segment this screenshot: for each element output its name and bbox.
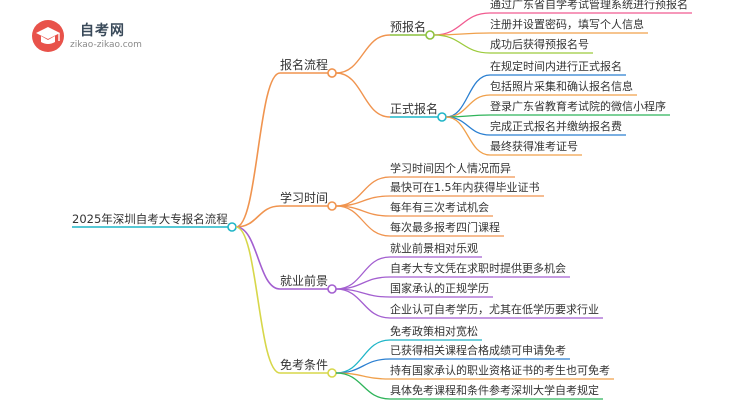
leaf-topic: 已获得相关课程合格成绩可申请免考 [390,344,566,357]
leaf-topic: 每年有三次考试机会 [390,201,489,214]
connector-curve [235,226,281,374]
connector-curve [335,288,391,319]
leaf-topic: 完成正式报名并缴纳报名费 [490,120,622,133]
connector-curve [335,372,391,400]
branch-topic: 报名流程 [280,58,329,72]
node-hub [327,68,337,78]
connector-curve [433,12,491,36]
leaf-topic: 持有国家承认的职业资格证书的考生也可免考 [390,364,610,377]
node-hub [327,201,337,211]
logo-title: 自考网 [80,23,125,39]
leaf-topic: 国家承认的正规学历 [390,282,489,295]
leaf-topic: 自考大专文凭在求职时提供更多机会 [390,262,566,275]
node-hub [327,368,337,378]
site-logo: 自考网 zikao-zikao.com [30,18,180,54]
connector-curve [235,226,281,290]
connector-curve [335,256,391,290]
connector-curve [335,34,391,74]
connector-curve [445,116,491,156]
leaf-topic: 最快可在1.5年内获得毕业证书 [390,181,540,194]
branch-topic: 就业前景 [280,274,329,288]
leaf-topic: 注册并设置密码，填写个人信息 [490,18,644,31]
branch-topic: 学习时间 [280,191,329,205]
connector-curve [445,116,491,136]
connector-curve [235,205,281,228]
branch-topic: 免考条件 [280,358,329,372]
leaf-topic: 就业前景相对乐观 [390,242,478,255]
leaf-topic: 企业认可自考学历，尤其在低学历要求行业 [390,303,599,316]
connector-curve [335,339,391,374]
connector-curve [335,72,391,118]
leaf-topic: 在规定时间内进行正式报名 [490,60,622,73]
root-topic: 2025年深圳自考大专报名流程 [72,212,228,226]
leaf-topic: 通过广东省自学考试管理系统进行预报名 [490,0,688,11]
leaf-topic: 成功后获得预报名号 [490,38,589,51]
logo-url: zikao-zikao.com [70,40,142,50]
connector-curve [335,358,391,374]
sub-topic: 正式报名 [390,102,439,116]
connector-curve [433,34,491,54]
node-hub [327,284,337,294]
connector-curve [445,94,491,118]
leaf-topic: 最终获得准考证号 [490,140,578,153]
leaf-topic: 每次最多报考四门课程 [390,221,500,234]
node-hub [437,112,447,122]
leaf-topic: 包括照片采集和确认报名信息 [490,80,633,93]
leaf-topic: 具体免考课程和条件参考深圳大学自考规定 [390,384,599,397]
connector-curve [235,72,281,228]
sub-topic: 预报名 [390,20,427,34]
leaf-topic: 登录广东省教育考试院的微信小程序 [490,100,666,113]
node-hub [227,222,237,232]
node-hub [425,30,435,40]
connector-curve [335,205,391,237]
leaf-topic: 学习时间因个人情况而异 [390,162,511,175]
graduation-cap-icon [32,20,64,52]
leaf-topic: 免考政策相对宽松 [390,325,478,338]
